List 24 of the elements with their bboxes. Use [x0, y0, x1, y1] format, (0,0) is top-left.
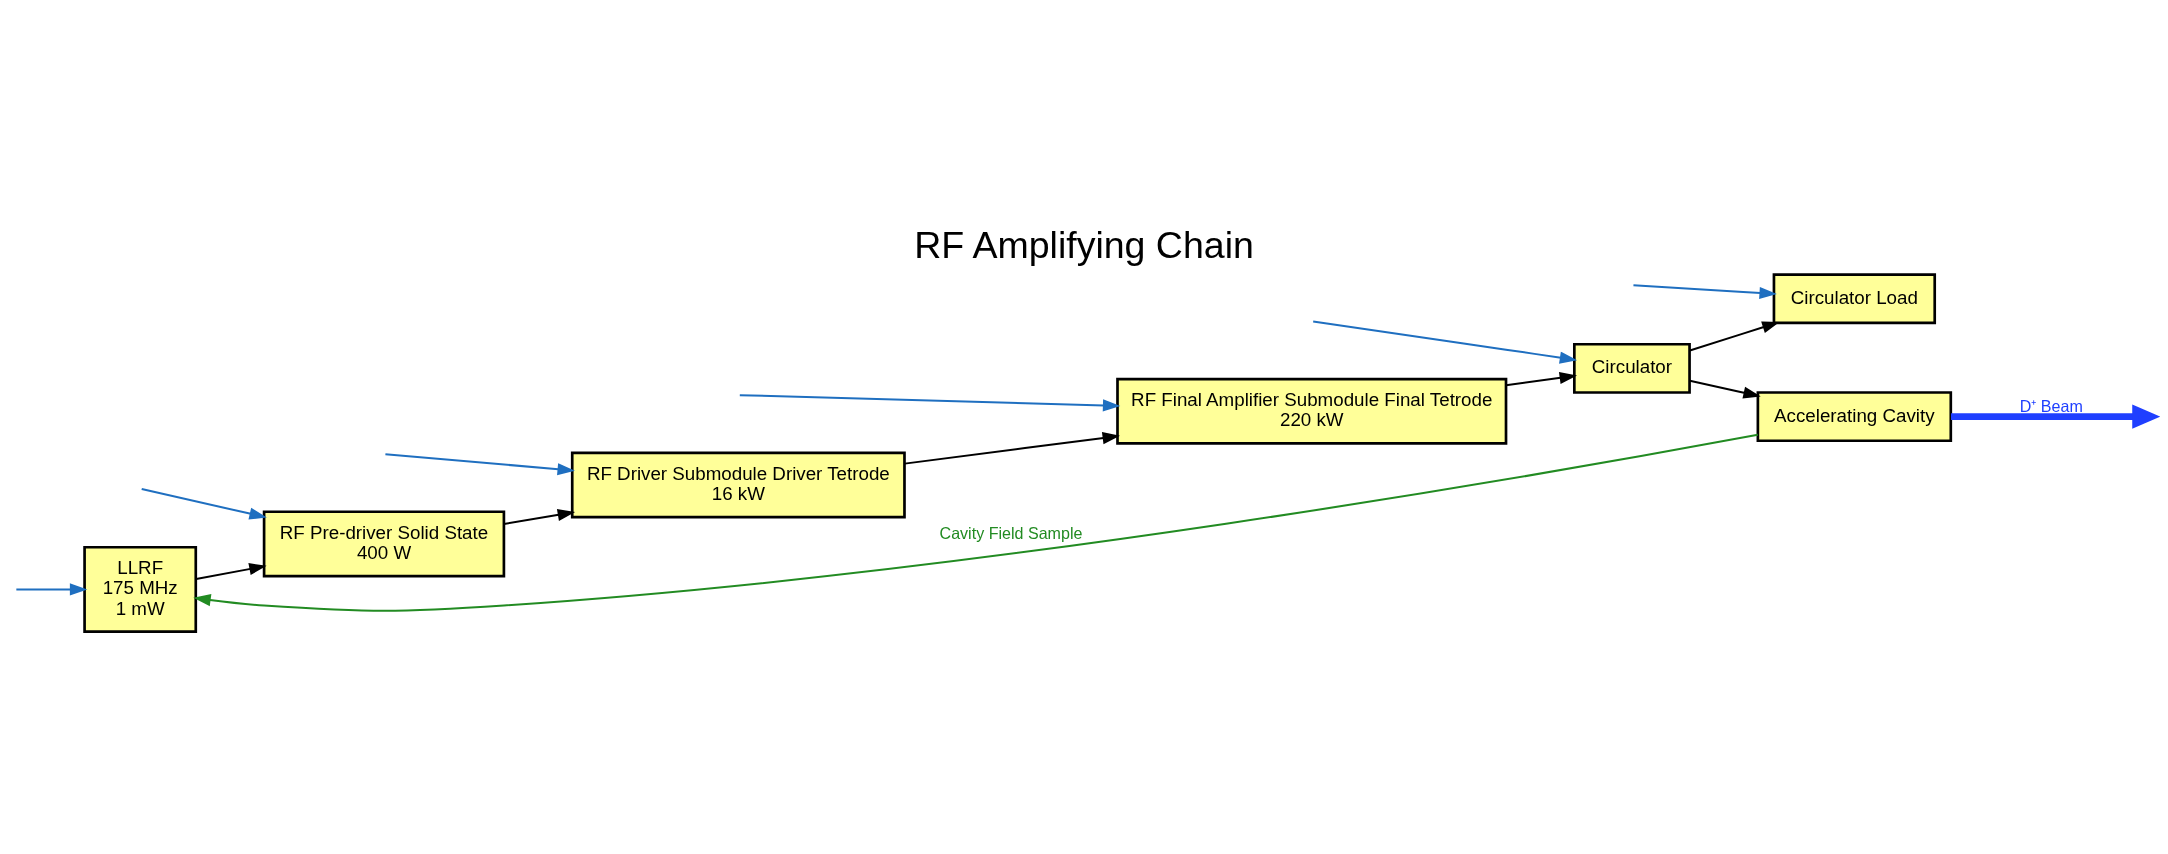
- arrow: [1689, 379, 1761, 399]
- arrow: [1689, 321, 1780, 352]
- node-box: RF Pre-driver Solid State 400 W: [262, 510, 506, 578]
- arrow: [193, 433, 1758, 612]
- arrow: [1505, 371, 1578, 387]
- arrow: [141, 488, 267, 520]
- arrow: [1633, 284, 1777, 300]
- diagram-title: RF Amplifying Chain: [914, 223, 1254, 266]
- node-box: Accelerating Cavity: [1756, 391, 1953, 443]
- arrow: [503, 508, 576, 525]
- edge-label: D⁺ Beam: [2019, 397, 2083, 416]
- node-box: Circulator: [1573, 342, 1691, 394]
- arrow: [385, 453, 575, 476]
- node-box: LLRF 175 MHz 1 mW: [83, 545, 198, 633]
- arrow: [16, 583, 88, 596]
- arrow: [904, 432, 1120, 465]
- node-box: RF Final Amplifier Submodule Final Tetrode 220 kW: [1116, 377, 1508, 445]
- node-box: RF Driver Submodule Driver Tetrode 16 kW: [570, 451, 906, 519]
- arrow: [196, 563, 267, 581]
- arrow: [1313, 320, 1578, 364]
- edge-label: Cavity Field Sample: [939, 524, 1083, 543]
- arrow: [1951, 404, 2160, 429]
- node-box: Circulator Load: [1772, 273, 1937, 325]
- arrow: [739, 394, 1121, 412]
